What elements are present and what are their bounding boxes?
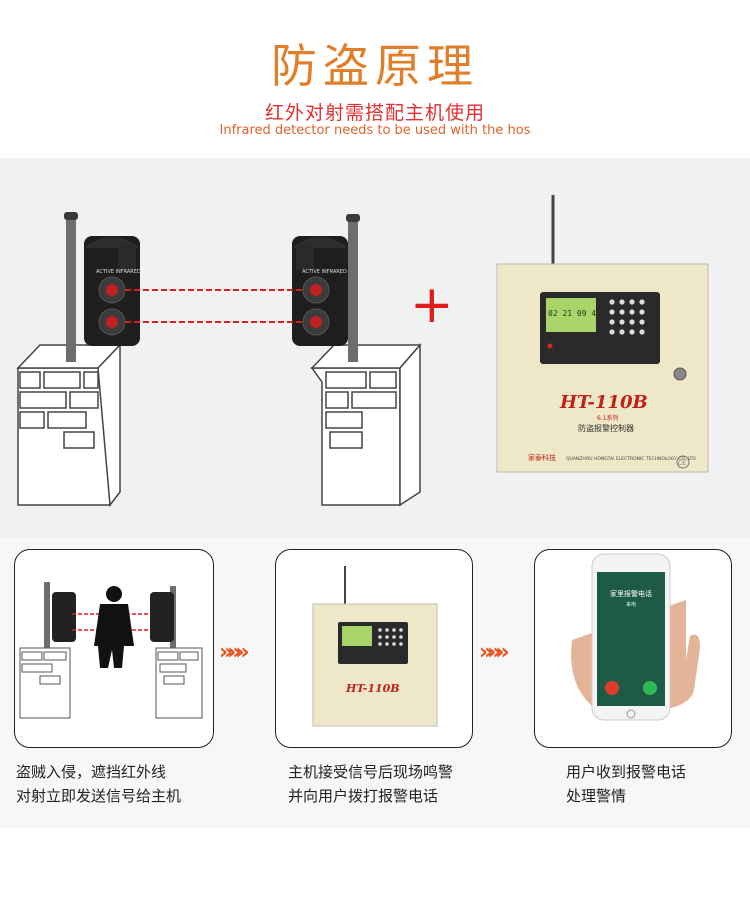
- step-arrow-1: »»»: [219, 640, 250, 665]
- infrared-beams: [125, 289, 303, 323]
- step3-illustration: [571, 553, 700, 721]
- right-detector: [292, 214, 360, 362]
- right-detector-label: ACTIVE INFRARED: [302, 269, 347, 275]
- left-detector: [64, 212, 140, 362]
- step-arrow-2: »»»: [479, 640, 510, 665]
- panel-product-name: 防盗报警控制器: [578, 423, 634, 433]
- left-wall: [16, 343, 122, 507]
- right-wall: [310, 342, 422, 507]
- step3-caption-line2: 处理警情: [566, 787, 627, 805]
- step1-caption-line2: 对射立即发送信号给主机: [16, 787, 182, 805]
- page-subtitle-english: Infrared detector needs to be used with …: [219, 123, 531, 138]
- step1-caption: 盗贼入侵，遮挡红外线 对射立即发送信号给主机: [16, 760, 226, 808]
- phone-caller-name: 家里报警电话: [610, 589, 652, 598]
- left-detector-label: ACTIVE INFRARED: [96, 269, 141, 275]
- control-panel: [496, 195, 709, 473]
- panel-lcd-text: 02 21 09 47: [548, 309, 601, 318]
- step2-caption-line1: 主机接受信号后现场鸣警: [288, 763, 454, 781]
- step1-illustration: [19, 582, 203, 719]
- panel-series: 6.1系列: [597, 414, 619, 422]
- page-title: 防盗原理: [271, 39, 479, 93]
- plus-sign: +: [410, 275, 454, 335]
- step2-caption-line2: 并向用户拨打报警电话: [288, 787, 439, 805]
- page-subtitle: 红外对射需搭配主机使用: [264, 102, 485, 124]
- panel-model: HT-110B: [559, 392, 648, 413]
- step3-caption-line1: 用户收到报警电话: [566, 763, 687, 781]
- phone-call-status: 来电: [626, 601, 636, 608]
- panel-company: QUANZHOU HONGTAI ELECTRONIC TECHNOLOGY C…: [566, 456, 696, 462]
- step3-caption: 用户收到报警电话 处理警情: [566, 760, 736, 808]
- step2-illustration: [312, 566, 438, 727]
- step1-caption-line1: 盗贼入侵，遮挡红外线: [16, 763, 167, 781]
- panel-cert-mark: CE: [678, 460, 686, 467]
- step2-caption: 主机接受信号后现场鸣警 并向用户拨打报警电话: [288, 760, 488, 808]
- panel-brand: 家泰科技: [528, 453, 556, 462]
- step2-panel-model: HT-110B: [345, 682, 400, 695]
